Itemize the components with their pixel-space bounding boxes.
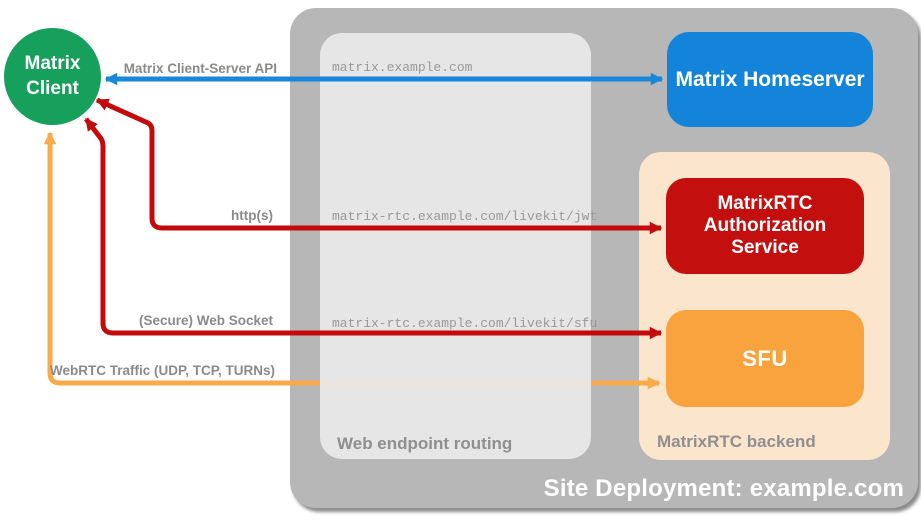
sfu-node: SFU	[666, 310, 864, 407]
matrix-client-label-line1: Matrix	[24, 52, 81, 74]
matrix-homeserver-node: Matrix Homeserver	[667, 32, 873, 127]
web-endpoint-routing-caption: Web endpoint routing	[337, 434, 513, 453]
site-deployment-caption: Site Deployment: example.com	[543, 475, 904, 502]
matrix-client-server-api-label: Matrix Client-Server API	[123, 61, 277, 76]
matrixrtc-backend-caption: MatrixRTC backend	[657, 432, 816, 451]
sfu-label: SFU	[742, 345, 788, 371]
matrixrtc-authorization-service-label: MatrixRTC Authorization Service	[703, 192, 827, 259]
matrix-client-label-line2: Client	[26, 77, 79, 99]
secure-web-socket-label: (Secure) Web Socket	[138, 313, 273, 328]
https-arrow	[95, 97, 663, 235]
matrix-client-node: Matrix Client	[4, 28, 101, 125]
matrix-homeserver-label: Matrix Homeserver	[675, 67, 865, 91]
webrtc-traffic-label: WebRTC Traffic (UDP, TCP, TURNs)	[49, 363, 275, 378]
https-label: http(s)	[231, 208, 273, 223]
matrixrtc-authorization-service-node: MatrixRTC Authorization Service	[666, 178, 864, 274]
endpoint-matrix-example-com: matrix.example.com	[332, 60, 473, 75]
